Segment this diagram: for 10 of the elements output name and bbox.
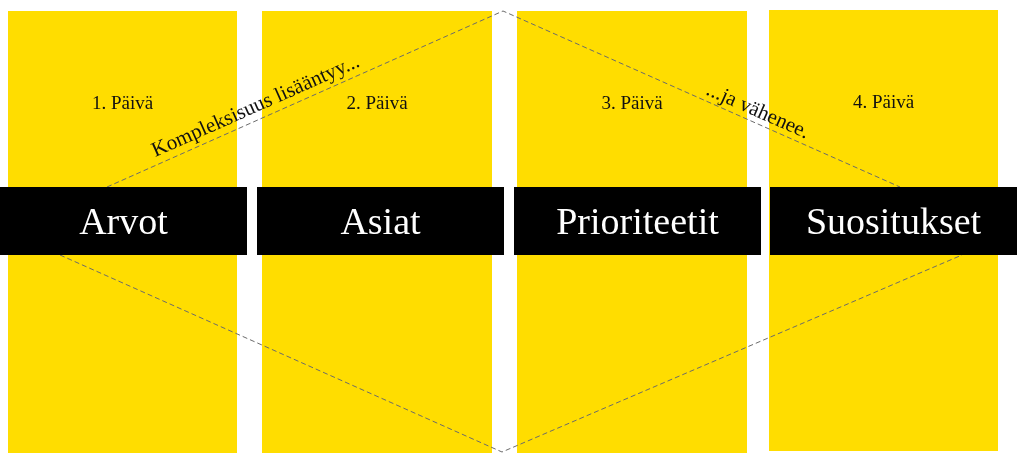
day-heading: 4. Päivä bbox=[852, 90, 915, 114]
stage-title: Suositukset bbox=[805, 200, 982, 242]
stage-bar bbox=[514, 187, 761, 255]
stage-title: Arvot bbox=[79, 200, 168, 242]
stage-bar bbox=[0, 187, 247, 255]
stage-title: Prioriteetit bbox=[556, 200, 719, 242]
day-heading: 3. Päivä bbox=[601, 91, 663, 115]
stage-title: Asiat bbox=[340, 200, 421, 242]
stage-bar bbox=[257, 187, 504, 255]
stage-bar bbox=[770, 187, 1017, 255]
